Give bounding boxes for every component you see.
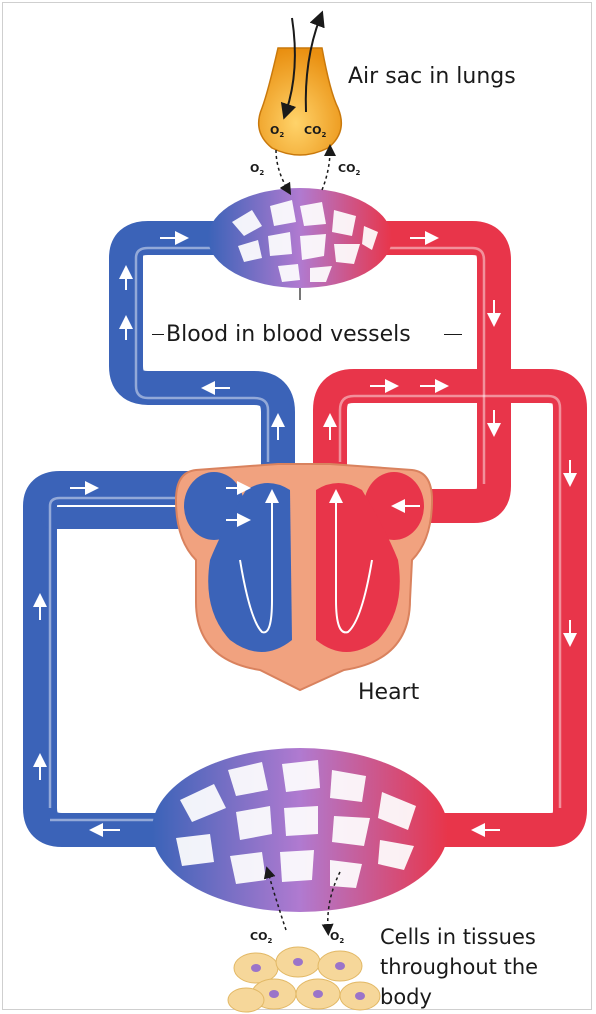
vessels-label-leader-left	[152, 334, 164, 335]
heart-label: Heart	[358, 682, 419, 704]
blood-vessels-label: Blood in blood vessels	[166, 324, 411, 346]
cells-label: Cells in tissues throughout the body	[380, 922, 580, 1012]
lung-gas-exchange	[276, 150, 330, 190]
gas-label-co2-lung: CO2	[338, 162, 360, 177]
tissue-cells	[228, 947, 380, 1012]
cells-label-line-2: throughout the	[380, 952, 580, 982]
cells-label-line-1: Cells in tissues	[380, 922, 580, 952]
gas-label-o2-tissue: O2	[330, 930, 344, 945]
cells-label-line-3: body	[380, 982, 580, 1012]
gas-label-co2-tissue: CO2	[250, 930, 272, 945]
lung-capillaries	[208, 188, 392, 300]
gas-label-o2-lung: O2	[250, 162, 264, 177]
body-capillaries	[152, 748, 448, 912]
vessels-label-wrap: Blood in blood vessels	[152, 324, 464, 342]
vessels-label-leader-right	[444, 334, 462, 335]
air-sac-label: Air sac in lungs	[348, 66, 516, 88]
heart	[176, 464, 432, 690]
